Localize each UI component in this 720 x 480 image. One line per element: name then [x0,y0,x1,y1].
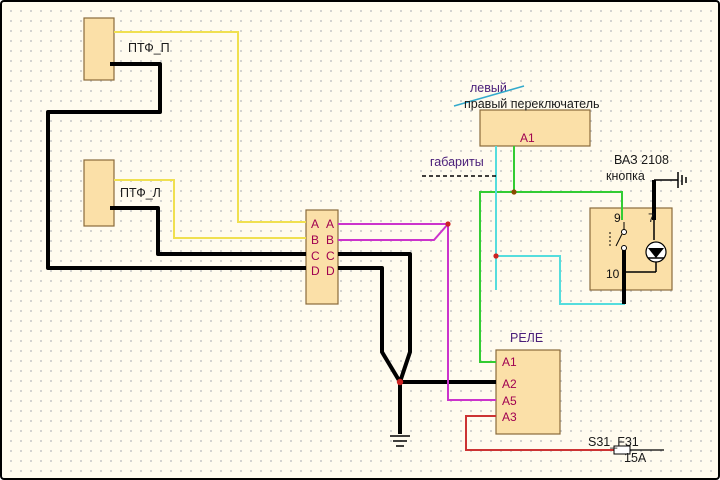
connector-left-pin: B [311,233,319,247]
connector-right-pin: D [326,264,335,278]
connector-left-pin: A [311,217,319,231]
label-ptf-p: ПТФ_П [128,41,170,55]
label-gabarity: габариты [430,155,484,169]
relay-pin: A3 [502,410,517,424]
junction-dot [445,221,451,227]
label-knopka: кнопка [606,169,645,183]
label-fuse-rating: 15А [624,451,647,465]
label-ptf-l: ПТФ_Л [120,186,161,200]
connector-right-pin: A [326,217,334,231]
relay-pin: A2 [502,377,517,391]
wire-magenta-a [338,223,496,401]
ground-symbol [390,435,410,447]
button-pin-7: 7 [648,211,655,225]
junction-dot [511,189,517,195]
wire-red-fuse [465,415,614,451]
relay-block [495,349,561,435]
label-fuse-id: S31_F31 [588,435,639,449]
wire-yellow-left [114,179,306,239]
wire-black-ptf-p-ground [46,62,306,270]
light-switch [479,109,591,147]
fog-lamp-right [83,17,115,81]
label-left: левый [470,81,507,95]
connector-right-pin: C [326,249,335,263]
wire-black-ptf-l-ground [110,206,306,256]
button-pin-10: 10 [606,267,620,281]
label-vaz: ВАЗ 2108 [614,153,669,167]
connector-right-pin: B [326,233,334,247]
wire-magenta-b [338,223,449,241]
junction-dot [396,378,404,386]
label-switch-pin: А1 [520,131,535,145]
relay-pin: A1 [502,355,517,369]
wire-green-button-9 [514,191,623,220]
junction-dot [493,253,499,259]
wire-green-relay-a1 [479,146,515,363]
label-relay: РЕЛЕ [510,331,543,345]
fuse-symbol [613,445,664,455]
wire-black-connector-c [338,252,412,383]
relay-pin: A5 [502,394,517,408]
strike-line [453,85,525,107]
connector-left-pin: D [311,264,320,278]
button-internals [609,172,687,304]
fog-lamp-left [83,159,115,227]
connector-block [305,209,339,305]
wire-yellow-right [114,31,306,223]
button-pin-9: 9 [614,211,621,225]
connector-left-pin: C [311,249,320,263]
wire-black-connector-d [338,266,402,384]
label-right-switch: правый переключатель [464,97,600,111]
